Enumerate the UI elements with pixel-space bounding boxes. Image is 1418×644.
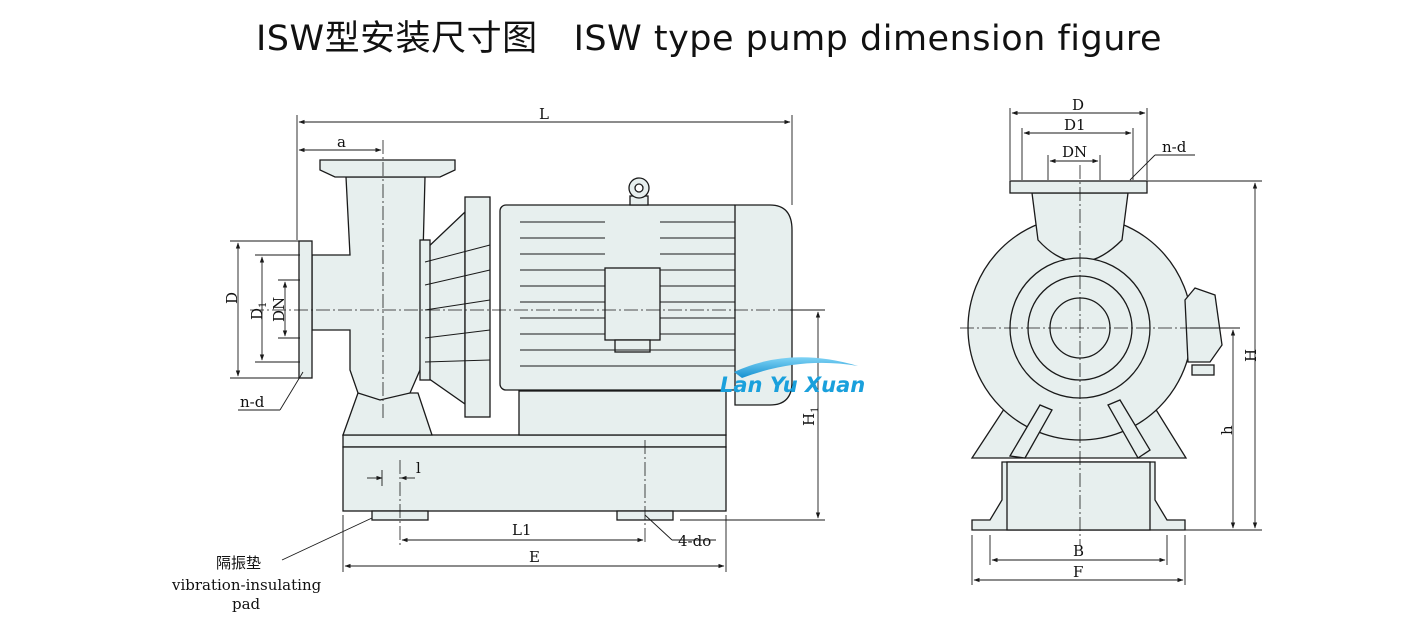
terminal-box-plug xyxy=(1191,364,1215,376)
dim-L-label: L xyxy=(539,105,549,123)
pad-label-chinese: 隔振垫 xyxy=(216,554,261,572)
support-rib-left xyxy=(1008,404,1053,459)
front-view-dimensions xyxy=(971,108,1262,585)
discharge-flange xyxy=(319,159,456,178)
dim-L1-label: L1 xyxy=(512,521,532,539)
watermark-swoosh-icon xyxy=(734,357,858,378)
lifting-eye-hole xyxy=(634,183,644,193)
side-view-dimensions xyxy=(230,115,825,572)
base-top-plate xyxy=(342,434,727,448)
dim-H1-main: H xyxy=(800,413,818,426)
figure-title: ISW型安装尺寸图 ISW type pump dimension figure xyxy=(0,10,1418,61)
dim-a-label: a xyxy=(337,133,346,151)
bearing-bracket xyxy=(424,210,466,406)
front-dim-D1-label: D1 xyxy=(1064,116,1086,134)
suction-flange xyxy=(298,240,313,379)
side-view xyxy=(298,159,793,521)
dim-l-label: l xyxy=(416,459,421,477)
terminal-box-side xyxy=(1184,287,1223,363)
front-dim-B-label: B xyxy=(1073,542,1084,560)
pad-label-english-line1: vibration-insulating xyxy=(171,576,322,594)
front-dim-nd-label: n-d xyxy=(1162,138,1187,156)
front-dim-D-label: D xyxy=(1072,96,1084,114)
motor-fins xyxy=(424,221,735,367)
dim-D1-main: D xyxy=(248,308,266,320)
dim-D-label: D xyxy=(223,292,241,304)
pump-support xyxy=(342,392,433,436)
front-dim-F-label: F xyxy=(1073,563,1083,581)
motor-flange xyxy=(464,196,491,418)
dim-D1-label: D1 xyxy=(248,302,269,320)
terminal-box xyxy=(604,267,661,341)
motor-end-cover xyxy=(734,204,793,406)
dim-DN-label: DN xyxy=(270,297,288,322)
base-frame xyxy=(342,446,727,512)
front-dim-DN-label: DN xyxy=(1062,143,1087,161)
dim-H1-subscript: 1 xyxy=(810,407,821,413)
title-chinese: ISW型安装尺寸图 xyxy=(255,19,538,59)
dim-4do-label: 4-do xyxy=(678,532,711,550)
side-view-centerlines xyxy=(250,140,800,545)
dim-nd-label: n-d xyxy=(240,393,265,411)
watermark-logo: Lan Yu Xuan xyxy=(720,357,865,397)
dim-H1-label: H1 xyxy=(800,407,821,426)
watermark-text: Lan Yu Xuan xyxy=(720,373,865,397)
discharge-flange-front xyxy=(1009,180,1148,194)
pad-label-english-line2: pad xyxy=(232,595,261,613)
title-english: ISW type pump dimension figure xyxy=(573,19,1163,59)
dim-D1-subscript: 1 xyxy=(258,302,269,308)
motor-foot xyxy=(518,390,727,436)
support-rib-right xyxy=(1107,399,1151,459)
dim-E-label: E xyxy=(529,548,540,566)
terminal-box-base xyxy=(614,339,651,353)
front-view xyxy=(967,180,1223,531)
pump-casing xyxy=(311,176,426,401)
front-dim-H-label: H xyxy=(1242,349,1260,362)
front-base-block xyxy=(1006,461,1151,531)
front-dim-h-label: h xyxy=(1218,425,1236,435)
